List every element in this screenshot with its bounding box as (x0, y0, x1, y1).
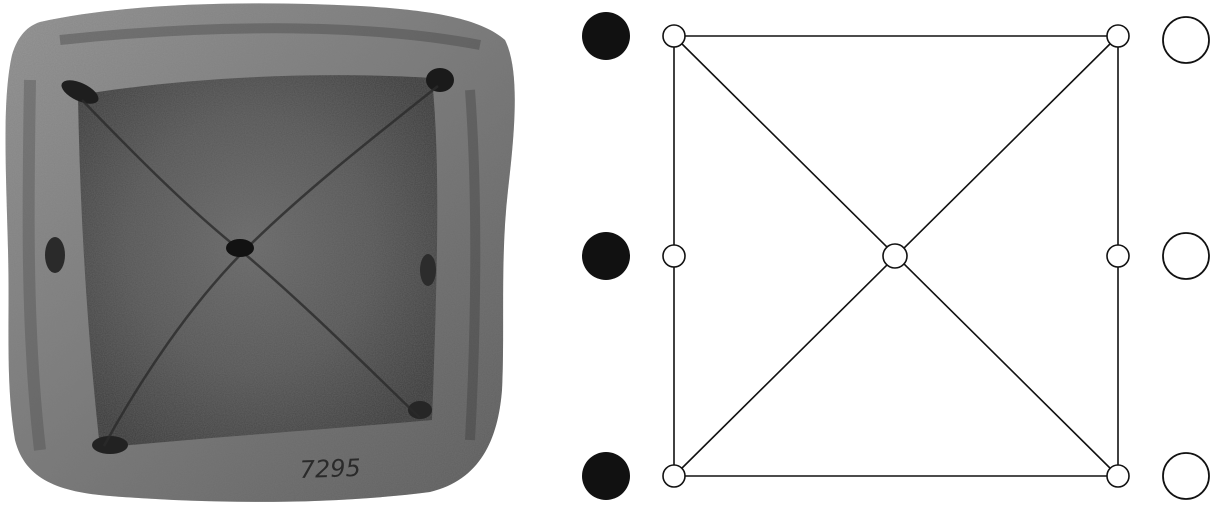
board-point-top-left (663, 25, 685, 47)
white-piece (1163, 233, 1209, 279)
board-point-bottom-left (663, 465, 685, 487)
board-point-mid-right (1107, 245, 1129, 267)
board-point-mid-left (663, 245, 685, 267)
black-piece (582, 232, 630, 280)
black-piece (582, 452, 630, 500)
board-point-top-right (1107, 25, 1129, 47)
stone-board-photo: 7295 (0, 0, 540, 505)
board-diagram (560, 0, 1216, 505)
inscription-number: 7295 (299, 454, 361, 484)
white-piece (1163, 17, 1209, 63)
board-point-center (883, 244, 907, 268)
center-pit (226, 239, 254, 257)
board-point-bottom-right (1107, 465, 1129, 487)
white-piece (1163, 453, 1209, 499)
black-piece (582, 12, 630, 60)
